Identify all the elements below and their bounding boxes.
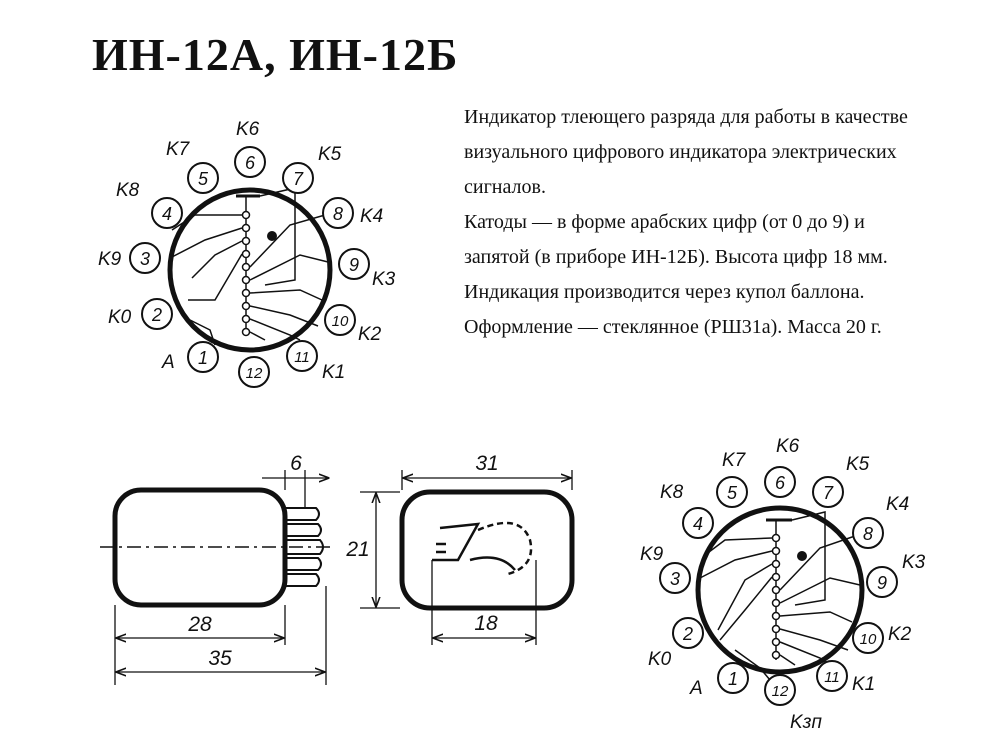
label-a-K4: K4 [360,206,383,227]
pin-a-10: 10 [332,313,349,330]
label-a-K3: K3 [372,269,396,290]
label-b-K0: K0 [648,649,672,670]
label-b-A: A [689,678,703,699]
dim-pin-length: 6 [290,452,302,475]
description: Индикатор тлеющего разряда для работы в … [434,100,934,345]
pin-b-2: 2 [682,624,693,644]
dim-front-height: 21 [345,538,369,561]
label-b-K7: K7 [722,450,747,471]
pin-b-8: 8 [863,524,873,544]
pin-a-4: 4 [162,204,172,224]
pin-a-6: 6 [245,153,256,173]
pinout-diagram-b: 1 2 3 4 5 6 7 8 9 10 11 12 A K0 K9 K8 K7… [640,436,926,733]
label-a-K2: K2 [358,324,382,345]
pin-a-2: 2 [151,305,162,325]
pin-b-1: 1 [728,669,738,689]
label-a-K6: K6 [236,119,260,140]
pin-a-8: 8 [333,204,343,224]
pin-b-11: 11 [824,669,840,686]
label-a-K9: K9 [98,249,122,270]
label-b-K8: K8 [660,482,684,503]
description-paragraph-1: Индикатор тлеющего разряда для работы в … [464,106,908,198]
pin-b-4: 4 [693,514,703,534]
label-b-K2: K2 [888,624,912,645]
anode-dot-b [797,551,807,561]
label-a-K1: K1 [322,362,345,383]
label-b-Kzp: Kзп [790,712,823,733]
pin-a-9: 9 [349,255,359,275]
pin-b-12: 12 [772,683,789,700]
pin-a-7: 7 [293,169,304,189]
bulb-base-b [695,505,865,675]
pin-a-11: 11 [294,349,310,366]
label-a-K7: K7 [166,139,191,160]
dim-front-width: 31 [475,452,498,475]
pin-b-10: 10 [860,631,877,648]
dim-total-length: 35 [208,647,232,670]
dim-body-length: 28 [187,613,212,636]
side-view-drawing: 6 28 35 [100,452,335,685]
pin-a-5: 5 [198,169,209,189]
pin-a-1: 1 [198,348,208,368]
label-a-K5: K5 [318,144,342,165]
pinout-diagram-a: 1 2 3 4 5 6 7 8 9 10 11 12 A K0 K9 K8 K7… [98,119,396,388]
label-a-A: A [161,352,175,373]
pin-a-3: 3 [140,249,150,269]
label-b-K6: K6 [776,436,800,457]
pin-a-12: 12 [246,365,263,382]
description-paragraph-2: Катоды — в форме арабских цифр (от 0 до … [464,211,888,338]
pin-b-6: 6 [775,473,786,493]
pin-b-7: 7 [823,483,834,503]
pin-b-9: 9 [877,573,887,593]
dim-digit-width: 18 [474,612,498,635]
label-b-K4: K4 [886,494,909,515]
label-b-K5: K5 [846,454,870,475]
bulb-base-a [167,187,333,353]
label-b-K3: K3 [902,552,926,573]
label-b-K9: K9 [640,544,664,565]
anode-dot-a [267,231,277,241]
page-title: ИН-12А, ИН-12Б [92,29,459,80]
front-view-drawing: 31 21 18 [345,452,575,645]
label-a-K8: K8 [116,180,140,201]
pin-b-3: 3 [670,569,680,589]
pin-b-5: 5 [727,483,738,503]
label-b-K1: K1 [852,674,875,695]
label-a-K0: K0 [108,307,132,328]
